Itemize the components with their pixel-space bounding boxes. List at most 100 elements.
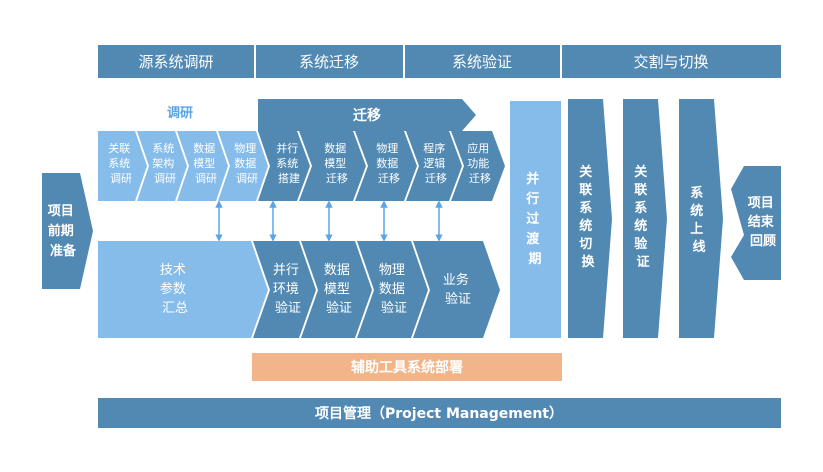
phase-label-4: 交割与切换 <box>633 53 708 71</box>
verify-step-3-line-3: 验证 <box>381 300 407 316</box>
cutover-step-3-label: 系 统 上 线 <box>690 185 708 255</box>
verify-step-3-line-2: 数据 <box>379 282 405 297</box>
prep-shape <box>42 173 93 289</box>
pm-bar: 项目管理（Project Management） <box>98 398 781 428</box>
migration-step-1-line-1: 并行 <box>276 141 298 155</box>
phase-label-2: 系统迁移 <box>299 53 359 71</box>
migration-step-1 <box>258 131 310 201</box>
migration-step-3-line-1: 物理 <box>376 141 398 155</box>
parallel-period-char-3: 过 <box>526 211 539 227</box>
verify-step-4-line-2: 验证 <box>445 291 471 307</box>
parallel-period-char-2: 行 <box>525 191 539 207</box>
research-step-4-line-2: 数据 <box>234 156 256 170</box>
phase-bar-3 <box>405 45 560 78</box>
migration-step-5-line-3: 迁移 <box>469 172 491 185</box>
migration-step-3-label: 物理 数据 迁移 <box>376 141 402 185</box>
review-line-1: 项目 <box>748 196 774 211</box>
tools-bar-label: 辅助工具系统部署 <box>351 359 463 376</box>
migration-banner-label: 迁移 <box>353 107 381 124</box>
review-label: 项目 结束 回顾 <box>748 196 779 249</box>
cutover-step-3 <box>679 99 723 338</box>
cutover-step-3-char-2: 统 <box>690 203 703 219</box>
verify-step-2-line-3: 验证 <box>326 300 352 316</box>
tools-bar-shape <box>252 353 562 381</box>
migration-step-4-line-3: 迁移 <box>425 172 447 185</box>
parallel-period-char-1: 并 <box>526 171 539 187</box>
parallel-period-char-5: 期 <box>528 252 541 267</box>
cutover-step-3-char-4: 线 <box>692 239 705 255</box>
migration-step-2 <box>299 131 366 201</box>
migration-step-4-line-2: 逻辑 <box>423 156 445 170</box>
migration-step-2-line-3: 迁移 <box>326 172 348 185</box>
migration-step-2-line-2: 模型 <box>324 156 346 170</box>
migration-step-3 <box>355 131 417 201</box>
migration-step-3-line-2: 数据 <box>376 156 398 170</box>
research-step-4-line-3: 调研 <box>236 172 258 185</box>
research-step-2-line-3: 调研 <box>154 172 176 185</box>
verify-step-4-label: 业务 验证 <box>443 272 473 307</box>
migration-step-1-line-2: 系统 <box>276 157 298 170</box>
cutover-step-1-char-4: 统 <box>579 218 592 234</box>
parallel-period-shape <box>510 101 561 338</box>
cutover-step-2-char-1: 关 <box>634 164 647 180</box>
cutover-step-2-char-3: 系 <box>634 200 647 216</box>
research-step-2-line-2: 架构 <box>152 156 174 170</box>
prep-line-3: 准备 <box>50 243 77 259</box>
migration-step-5 <box>451 131 505 201</box>
research-label: 调研 <box>167 106 193 121</box>
cutover-step-1 <box>568 99 612 338</box>
phase-label-3: 系统验证 <box>452 53 512 71</box>
prep-block: 项目 前期 准备 <box>42 173 93 289</box>
research-step-2-label: 系统 架构 调研 <box>152 142 178 185</box>
cutover-step-1-char-5: 切 <box>579 237 592 252</box>
review-block: 项目 结束 回顾 <box>731 166 781 280</box>
prep-line-1: 项目 <box>48 204 74 219</box>
verify-step-2-line-2: 模型 <box>324 282 350 297</box>
cutover-step-1-char-6: 换 <box>581 254 595 270</box>
cutover-steps: 关 联 系 统 切 换 关 联 系 统 验 证 系 统 上 线 <box>568 99 723 338</box>
migration-step-1-label: 并行 系统 搭建 <box>276 141 302 185</box>
review-shape <box>731 166 781 280</box>
tech-summary-shape <box>98 241 268 338</box>
migration-step-5-line-1: 应用 <box>467 141 489 155</box>
cutover-step-1-label: 关 联 系 统 切 换 <box>579 164 597 270</box>
parallel-period-label: 并 行 过 渡 期 <box>525 171 544 267</box>
migration-step-5-line-2: 功能 <box>467 156 489 170</box>
migration-step-5-label: 应用 功能 迁移 <box>467 141 493 185</box>
tools-bar: 辅助工具系统部署 <box>252 353 562 381</box>
verify-step-1 <box>253 241 316 338</box>
verify-step-3-line-1: 物理 <box>379 263 405 278</box>
phase-bar-2 <box>256 45 403 78</box>
tech-summary-block: 技术 参数 汇总 <box>98 241 268 338</box>
research-step-3-label: 数据 模型 调研 <box>193 141 219 185</box>
pm-bar-label: 项目管理（Project Management） <box>315 405 563 422</box>
migration-step-4 <box>406 131 462 201</box>
migration-banner: 迁移 <box>258 99 476 131</box>
migration-step-4-line-1: 程序 <box>423 141 445 155</box>
research-chevrons: 关联 系统 调研 系统 架构 调研 数据 模型 调研 物理 数据 调研 <box>98 131 268 201</box>
research-step-4 <box>218 131 268 201</box>
migration-step-2-label: 数据 模型 迁移 <box>324 141 350 185</box>
cutover-step-1-char-3: 系 <box>579 200 592 216</box>
tech-summary-line-2: 参数 <box>160 281 186 297</box>
phase-bar-1 <box>98 45 254 78</box>
research-step-1-line-2: 系统 <box>108 157 130 170</box>
tech-summary-line-1: 技术 <box>160 263 186 278</box>
migration-step-4-label: 程序 逻辑 迁移 <box>423 141 449 185</box>
research-step-1 <box>98 131 147 201</box>
research-step-3-line-3: 调研 <box>195 172 217 185</box>
review-line-3: 回顾 <box>750 234 776 249</box>
research-step-3-line-1: 数据 <box>193 141 215 155</box>
verify-step-2 <box>301 241 372 338</box>
verify-step-3 <box>357 241 428 338</box>
verify-step-2-line-1: 数据 <box>324 263 350 278</box>
cutover-step-2-char-5: 验 <box>634 236 648 252</box>
cutover-step-3-char-3: 上 <box>690 222 703 237</box>
verify-step-1-line-2: 环境 <box>273 282 299 297</box>
research-step-1-label: 关联 系统 调研 <box>108 141 134 185</box>
research-step-2 <box>137 131 187 201</box>
cutover-step-2 <box>623 99 667 338</box>
parallel-period-block: 并 行 过 渡 期 <box>510 101 561 338</box>
research-step-3 <box>177 131 228 201</box>
